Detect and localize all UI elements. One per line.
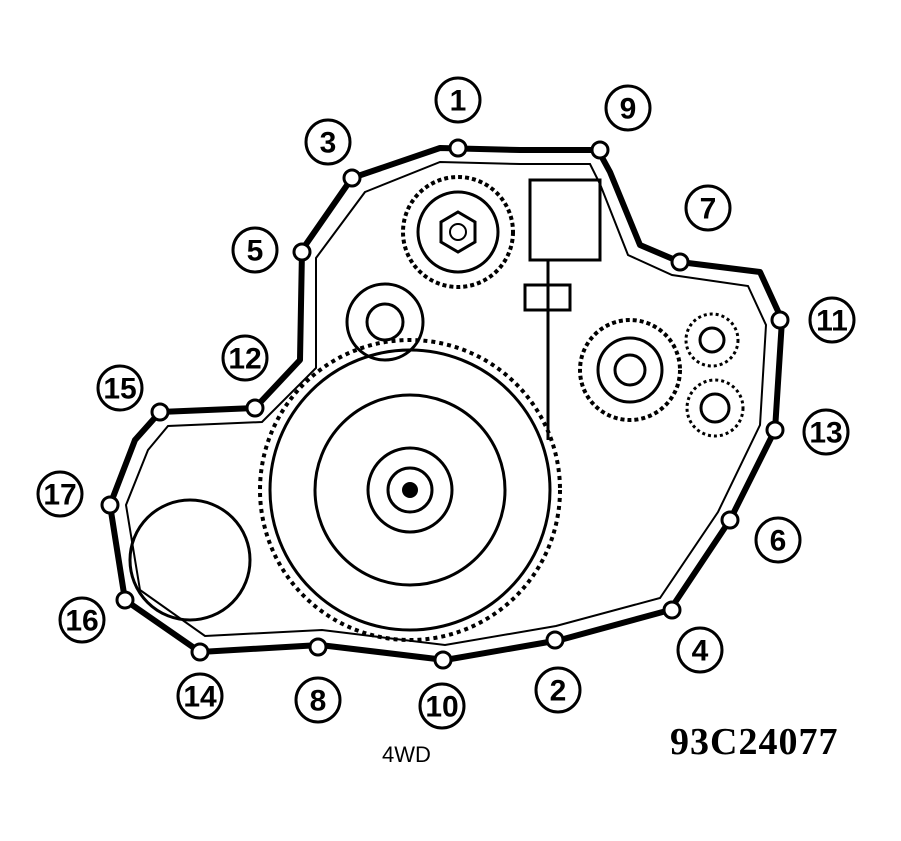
svg-text:17: 17	[43, 479, 76, 512]
callout-17: 17	[36, 470, 84, 518]
callout-15: 15	[96, 364, 144, 412]
svg-text:11: 11	[816, 305, 848, 338]
svg-text:14: 14	[183, 681, 217, 714]
callout-1: 1	[434, 76, 482, 124]
callout-9: 9	[604, 84, 652, 132]
callout-13: 13	[802, 408, 850, 456]
output-gear-cluster	[578, 312, 745, 438]
svg-text:7: 7	[700, 193, 717, 226]
callout-5: 5	[231, 226, 279, 274]
housing-outline	[107, 145, 785, 663]
callout-14: 14	[176, 672, 224, 720]
upper-drive-gear	[401, 175, 515, 289]
callout-7: 7	[684, 184, 732, 232]
svg-text:5: 5	[247, 235, 264, 268]
svg-text:9: 9	[620, 93, 637, 126]
svg-text:8: 8	[310, 685, 327, 718]
callout-3: 3	[304, 118, 352, 166]
callout-2: 2	[534, 666, 582, 714]
svg-text:4: 4	[692, 635, 709, 668]
svg-text:10: 10	[425, 691, 458, 724]
svg-text:16: 16	[65, 605, 98, 638]
svg-text:2: 2	[550, 675, 567, 708]
bolt-holes	[100, 138, 790, 670]
shift-fork-assembly	[128, 178, 602, 622]
callout-16: 16	[58, 596, 106, 644]
callout-8: 8	[294, 676, 342, 724]
figure-id: 93C24077	[670, 721, 839, 763]
svg-text:15: 15	[103, 373, 136, 406]
svg-text:1: 1	[450, 85, 467, 118]
svg-text:12: 12	[228, 343, 261, 376]
svg-text:3: 3	[320, 127, 337, 160]
svg-text:6: 6	[770, 525, 787, 558]
drive-type-caption: 4WD	[382, 742, 431, 767]
callout-4: 4	[676, 626, 724, 674]
callout-10: 10	[418, 682, 466, 730]
main-ring-gear	[258, 338, 562, 642]
svg-text:13: 13	[809, 417, 842, 450]
callout-11: 11	[808, 296, 856, 344]
callout-12: 12	[221, 334, 269, 382]
callout-6: 6	[754, 516, 802, 564]
